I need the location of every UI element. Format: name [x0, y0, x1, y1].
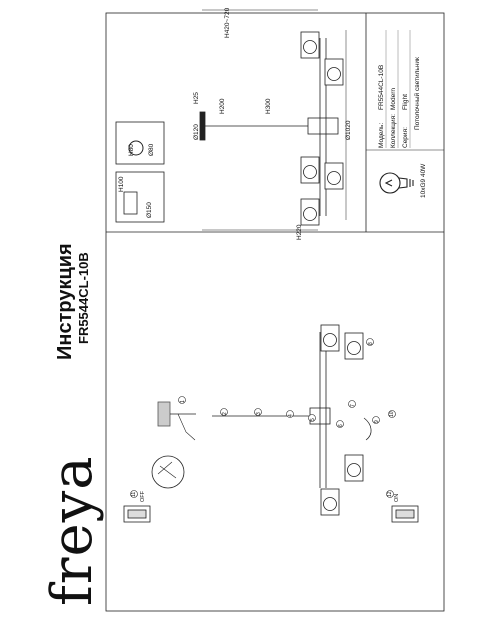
- lamp-shade-icon: [300, 31, 320, 59]
- step-number: 12: [387, 491, 393, 497]
- dimension-diameter: Ø1020: [345, 120, 352, 140]
- assembly-drawing: [123, 332, 419, 523]
- dimension-h220: H220: [296, 224, 303, 240]
- lightbulb-icon: [379, 172, 414, 194]
- step-number: 7: [350, 404, 356, 407]
- square-plate-icon: [123, 191, 138, 215]
- step-number: 3: [256, 412, 262, 415]
- step-number: 10: [389, 411, 395, 417]
- info-collection-value: Modern: [390, 87, 397, 110]
- lamp-shade-icon: [324, 58, 344, 86]
- info-series-key: Серия:: [402, 127, 409, 148]
- dimension-d120: Ø120: [193, 124, 200, 140]
- dimension-h25: H25: [193, 92, 200, 104]
- model-number: FR5544CL-10B: [76, 252, 91, 344]
- step-number: 11: [131, 491, 137, 497]
- lamp-shade-icon: [344, 332, 364, 360]
- info-description-value: Потолочный светильник: [414, 57, 421, 130]
- step-number: 1: [180, 400, 186, 403]
- lamp-shade-icon: [320, 324, 340, 352]
- lamp-shade-icon: [344, 454, 364, 482]
- bulb-spec: 10xG9 40W: [420, 163, 427, 198]
- shade-a-height: H80: [128, 144, 135, 156]
- switch-on-label: ON: [394, 493, 400, 502]
- brand-logo: freya: [40, 455, 105, 606]
- dimension-drawing: [199, 9, 347, 231]
- step-number: 2: [222, 412, 228, 415]
- step-number: 9: [374, 420, 380, 423]
- lamp-shade-icon: [300, 198, 320, 226]
- step-number: 4: [288, 414, 294, 417]
- info-collection-key: Коллекция:: [390, 114, 397, 148]
- dimension-h200: H200: [219, 98, 226, 114]
- page-frame: [105, 12, 445, 612]
- shade-b-height: H100: [118, 176, 125, 192]
- step-number: 8: [368, 342, 374, 345]
- step-number: 6: [338, 424, 344, 427]
- switch-off-label: OFF: [140, 491, 146, 502]
- shade-b-diameter: Ø150: [146, 202, 153, 218]
- ceiling-plate-round-diagram: [115, 121, 165, 165]
- lamp-shade-icon: [324, 162, 344, 190]
- dimension-h300: H300: [265, 98, 272, 114]
- info-model-key: Модель:: [378, 122, 385, 148]
- step-number: 5: [310, 418, 316, 421]
- info-model-value: FR5544CL-10B: [378, 64, 385, 110]
- info-series-value: Flight: [402, 94, 409, 110]
- lamp-shade-icon: [320, 488, 340, 516]
- lamp-shade-icon: [300, 156, 320, 184]
- round-plate-icon: [128, 140, 144, 156]
- step-markers: [130, 338, 396, 498]
- document-title: Инструкция: [54, 243, 76, 360]
- dimension-total-height: H420~720: [224, 7, 231, 38]
- shade-a-diameter: Ø80: [148, 143, 155, 156]
- info-table: [385, 30, 411, 148]
